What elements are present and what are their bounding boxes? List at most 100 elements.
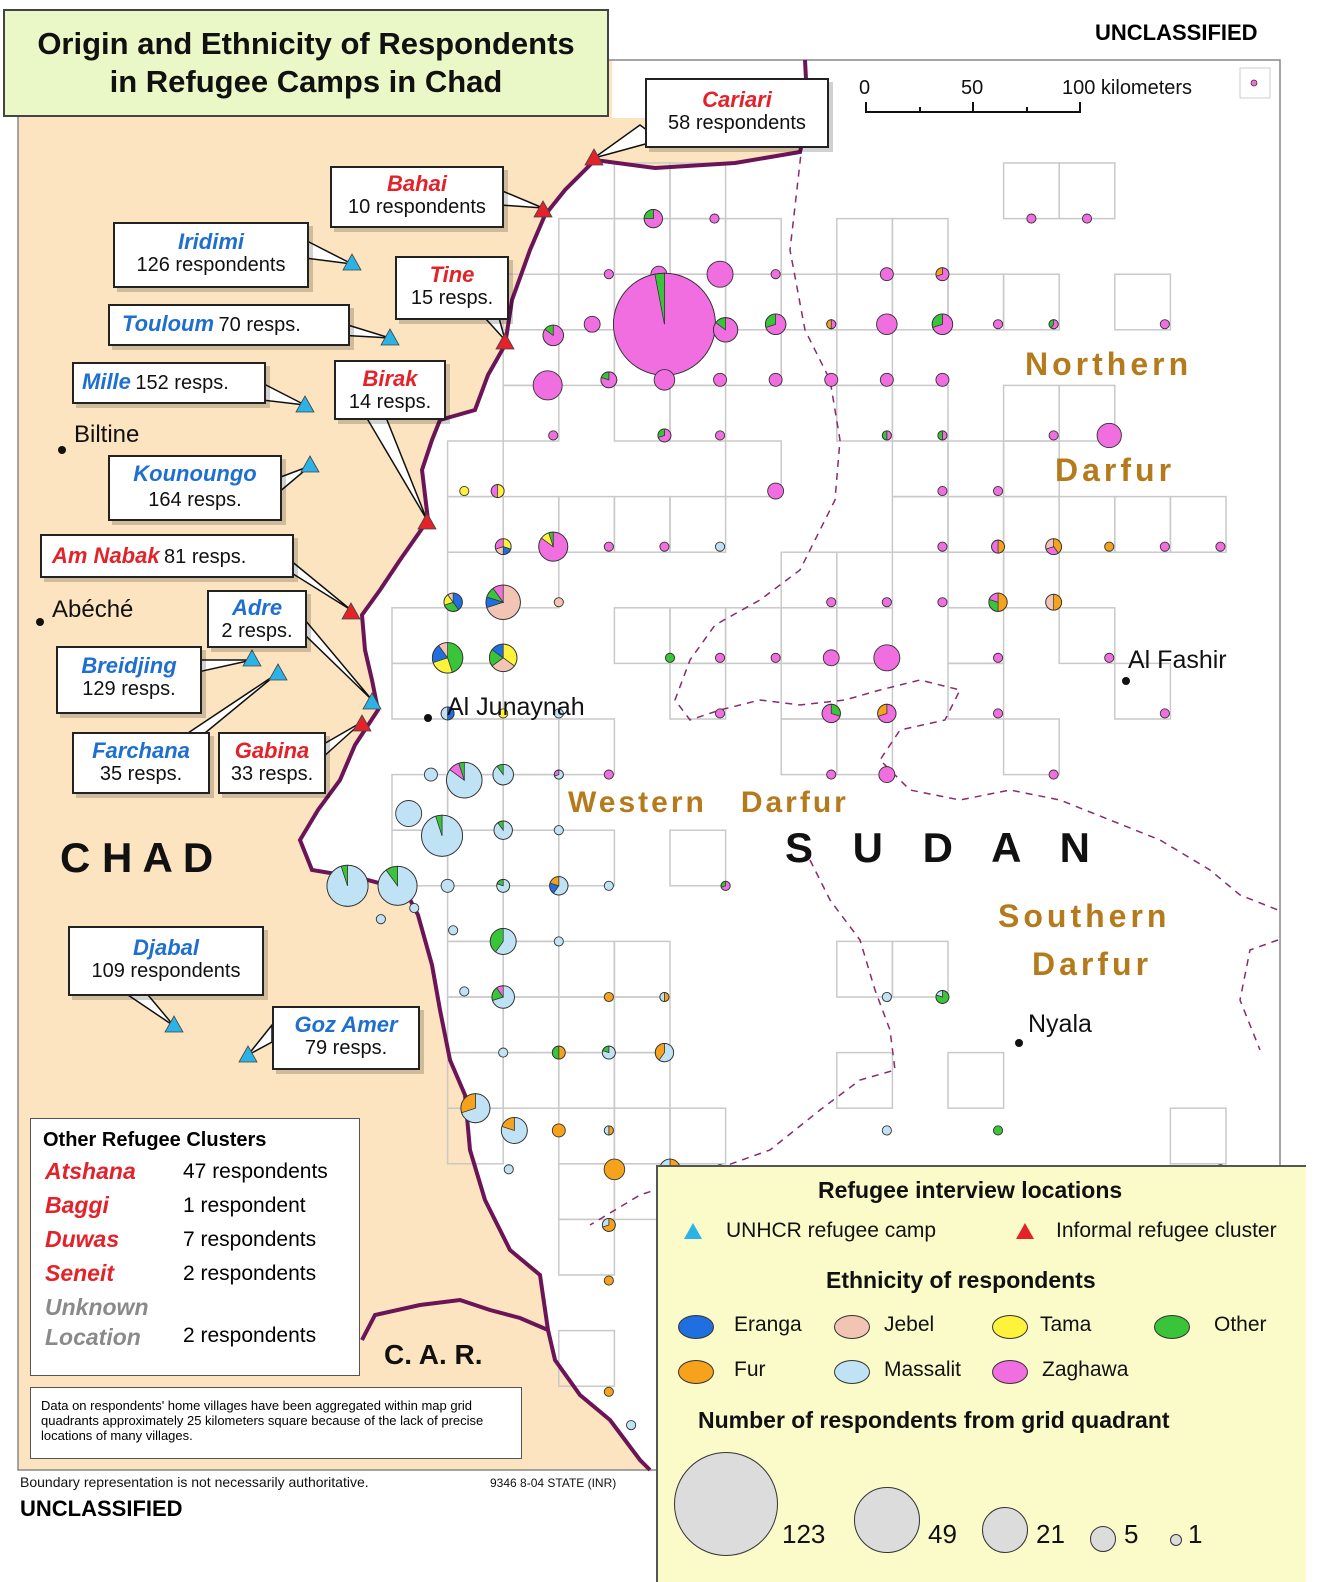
pie-slice: [1215, 541, 1226, 552]
respondent-pie: [770, 652, 781, 663]
respondent-pie: [549, 876, 569, 896]
legend-eranga: Eranga: [734, 1313, 802, 1336]
boundary-note: Boundary representation is not necessari…: [20, 1474, 369, 1490]
unhcr-camp-marker: [238, 1045, 258, 1063]
respondent-pie: [603, 541, 614, 552]
camp-name: Cariari: [702, 87, 772, 112]
cluster-name-line2: Location: [45, 1324, 141, 1350]
camp-label-birak: Birak 14 resps.: [334, 360, 446, 420]
camp-label-breidjing: Breidjing 129 resps.: [56, 646, 202, 714]
cluster-count: 1 respondent: [183, 1194, 306, 1217]
pie-slice: [714, 430, 726, 441]
respondent-pie: [873, 644, 901, 672]
map-title: Origin and Ethnicity of Respondents in R…: [3, 9, 609, 117]
respondent-pie: [601, 1218, 616, 1232]
respondent-pie: [548, 430, 559, 441]
respondent-pie: [1081, 213, 1093, 224]
pie-slice: [937, 541, 948, 552]
classification-top: UNCLASSIFIED: [1095, 20, 1258, 45]
respondent-pie: [712, 317, 739, 343]
pie-slice: [1104, 541, 1115, 552]
pie-slice: [706, 260, 734, 288]
unhcr-camp-marker: [268, 663, 288, 681]
city-al-fashir: Al Fashir: [1128, 646, 1227, 674]
size-label-21: 21: [1036, 1519, 1065, 1549]
respondent-pie: [492, 763, 514, 786]
respondent-pie: [603, 880, 614, 891]
respondent-pie: [821, 703, 841, 724]
pie-slice: [664, 652, 676, 663]
respondent-pie: [881, 430, 892, 441]
city-biltine: Biltine: [74, 421, 139, 448]
respondent-pie: [446, 761, 483, 799]
swatch-other: [1154, 1315, 1190, 1339]
legend-ethnicity-heading: Ethnicity of respondents: [826, 1267, 1096, 1293]
camp-name: Kounoungo: [133, 461, 257, 486]
respondent-pie: [767, 482, 785, 500]
respondent-pie: [448, 925, 459, 936]
respondent-pie: [643, 208, 663, 229]
respondent-pie: [490, 484, 505, 498]
aggregation-note: Data on respondents' home villages have …: [30, 1387, 522, 1459]
pie-slice: [767, 482, 785, 500]
respondent-pie: [326, 864, 369, 907]
leader-lines: [125, 124, 662, 1056]
legend-massalit: Massalit: [884, 1358, 962, 1381]
camp-count: 152 resps.: [135, 372, 229, 394]
respondent-pie: [988, 592, 1008, 612]
swatch-jebel: [834, 1315, 870, 1339]
swatch-massalit: [834, 1360, 870, 1384]
pie-slice: [881, 991, 892, 1003]
pie-slice: [826, 597, 837, 608]
pie-slice: [873, 644, 901, 672]
respondent-pie: [553, 708, 564, 719]
cluster-count: 7 respondents: [183, 1228, 317, 1251]
camp-count: 2 resps.: [221, 620, 293, 642]
pie-slice: [583, 315, 601, 333]
unhcr-triangle-icon: [684, 1223, 702, 1239]
pie-slice: [603, 541, 614, 552]
respondent-pie: [600, 371, 618, 389]
respondent-pie: [824, 372, 839, 387]
informal-triangle-icon: [1016, 1223, 1034, 1239]
respondent-pie: [1096, 422, 1122, 449]
pie-slice: [375, 914, 386, 925]
pie-slice: [603, 769, 614, 780]
pie-slice: [653, 369, 676, 391]
car-label: C. A. R.: [384, 1339, 483, 1370]
city-al-junaynah: Al Junaynah: [447, 693, 585, 721]
respondent-pie: [485, 584, 521, 620]
respondent-pie: [553, 769, 564, 780]
unhcr-camp-marker: [342, 253, 362, 271]
respondent-pie: [713, 372, 727, 387]
camp-label-mille: Mille 152 resps.: [72, 362, 266, 404]
legend-panel: Refugee interview locations UNHCR refuge…: [656, 1165, 1306, 1582]
camp-count: 79 resps.: [304, 1037, 388, 1059]
southern-label: Southern: [998, 898, 1170, 934]
title-line-1: Origin and Ethnicity of Respondents: [37, 26, 575, 61]
respondent-pie: [654, 1042, 675, 1063]
pie-slice: [498, 1047, 509, 1058]
respondent-pie: [583, 315, 601, 333]
camp-name: Breidjing: [81, 653, 177, 678]
city-nyala: Nyala: [1028, 1010, 1092, 1038]
respondent-pie: [542, 324, 564, 347]
pie-slice: [498, 708, 509, 719]
respondent-pie: [498, 708, 509, 719]
legend-tama: Tama: [1040, 1313, 1092, 1336]
size-circle-123: [674, 1452, 778, 1556]
document-stamp: 9346 8-04 STATE (INR): [490, 1476, 617, 1490]
camp-count: 14 resps.: [348, 391, 432, 413]
unhcr-camp-marker: [295, 395, 315, 413]
respondent-pie: [881, 597, 892, 608]
cluster-row: Unknown Location 2 respondents: [43, 1294, 347, 1354]
informal-cluster-marker: [584, 148, 604, 166]
respondent-pie: [937, 597, 948, 608]
darfur-boundaries: [589, 117, 1279, 1226]
informal-cluster-marker: [341, 602, 361, 620]
pie-slice: [714, 708, 726, 719]
camp-count: 35 resps.: [99, 763, 183, 785]
unhcr-camp-marker: [380, 328, 400, 346]
